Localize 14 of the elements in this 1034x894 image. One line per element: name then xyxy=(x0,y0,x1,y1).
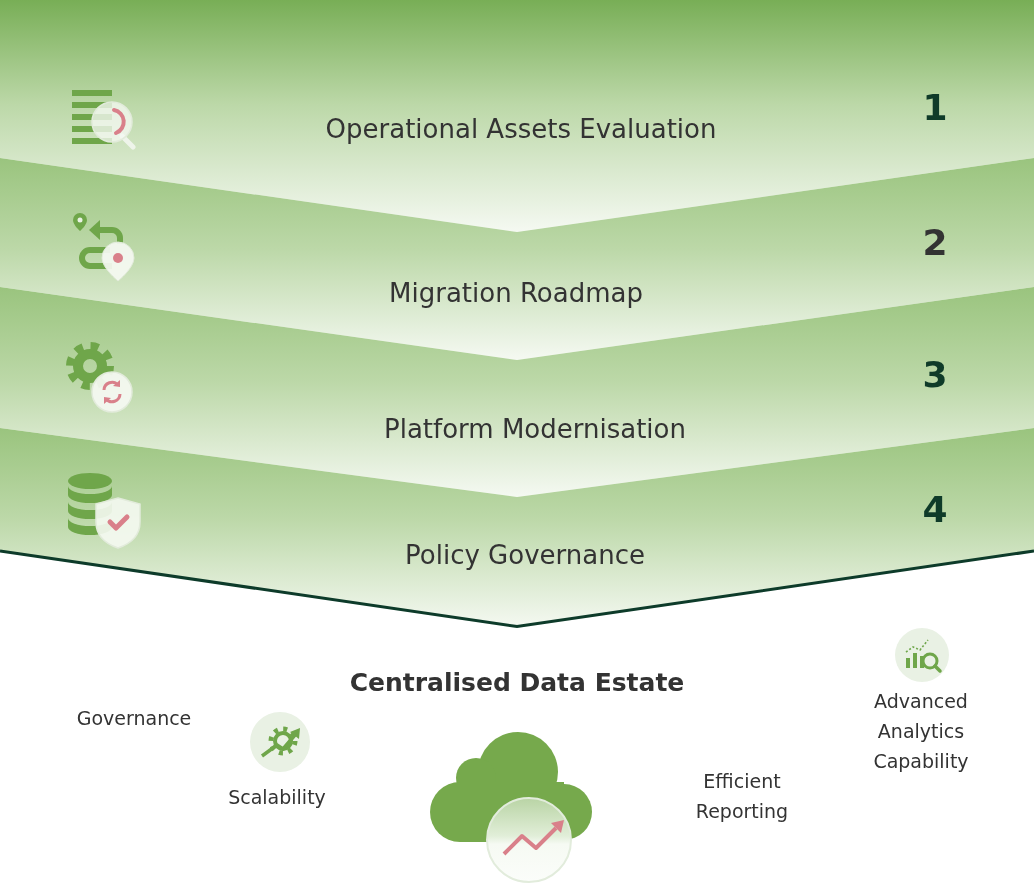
step-number: 2 xyxy=(922,222,948,264)
chevron-band xyxy=(0,158,1034,360)
step-title: Policy Governance xyxy=(405,541,645,571)
step-number: 3 xyxy=(922,354,948,396)
step-title: Migration Roadmap xyxy=(389,279,643,309)
step-title: Platform Modernisation xyxy=(384,415,686,445)
feature-label: Advanced Analytics Capability xyxy=(872,689,970,774)
step-number: 1 xyxy=(922,87,948,129)
feature-label: Efficient Reporting xyxy=(694,769,790,824)
feature-label: Scalability xyxy=(228,785,326,810)
section-heading: Centralised Data Estate xyxy=(349,668,685,698)
feature-label: Governance xyxy=(76,706,192,731)
step-number: 4 xyxy=(922,489,948,531)
step-title: Operational Assets Evaluation xyxy=(325,115,717,145)
